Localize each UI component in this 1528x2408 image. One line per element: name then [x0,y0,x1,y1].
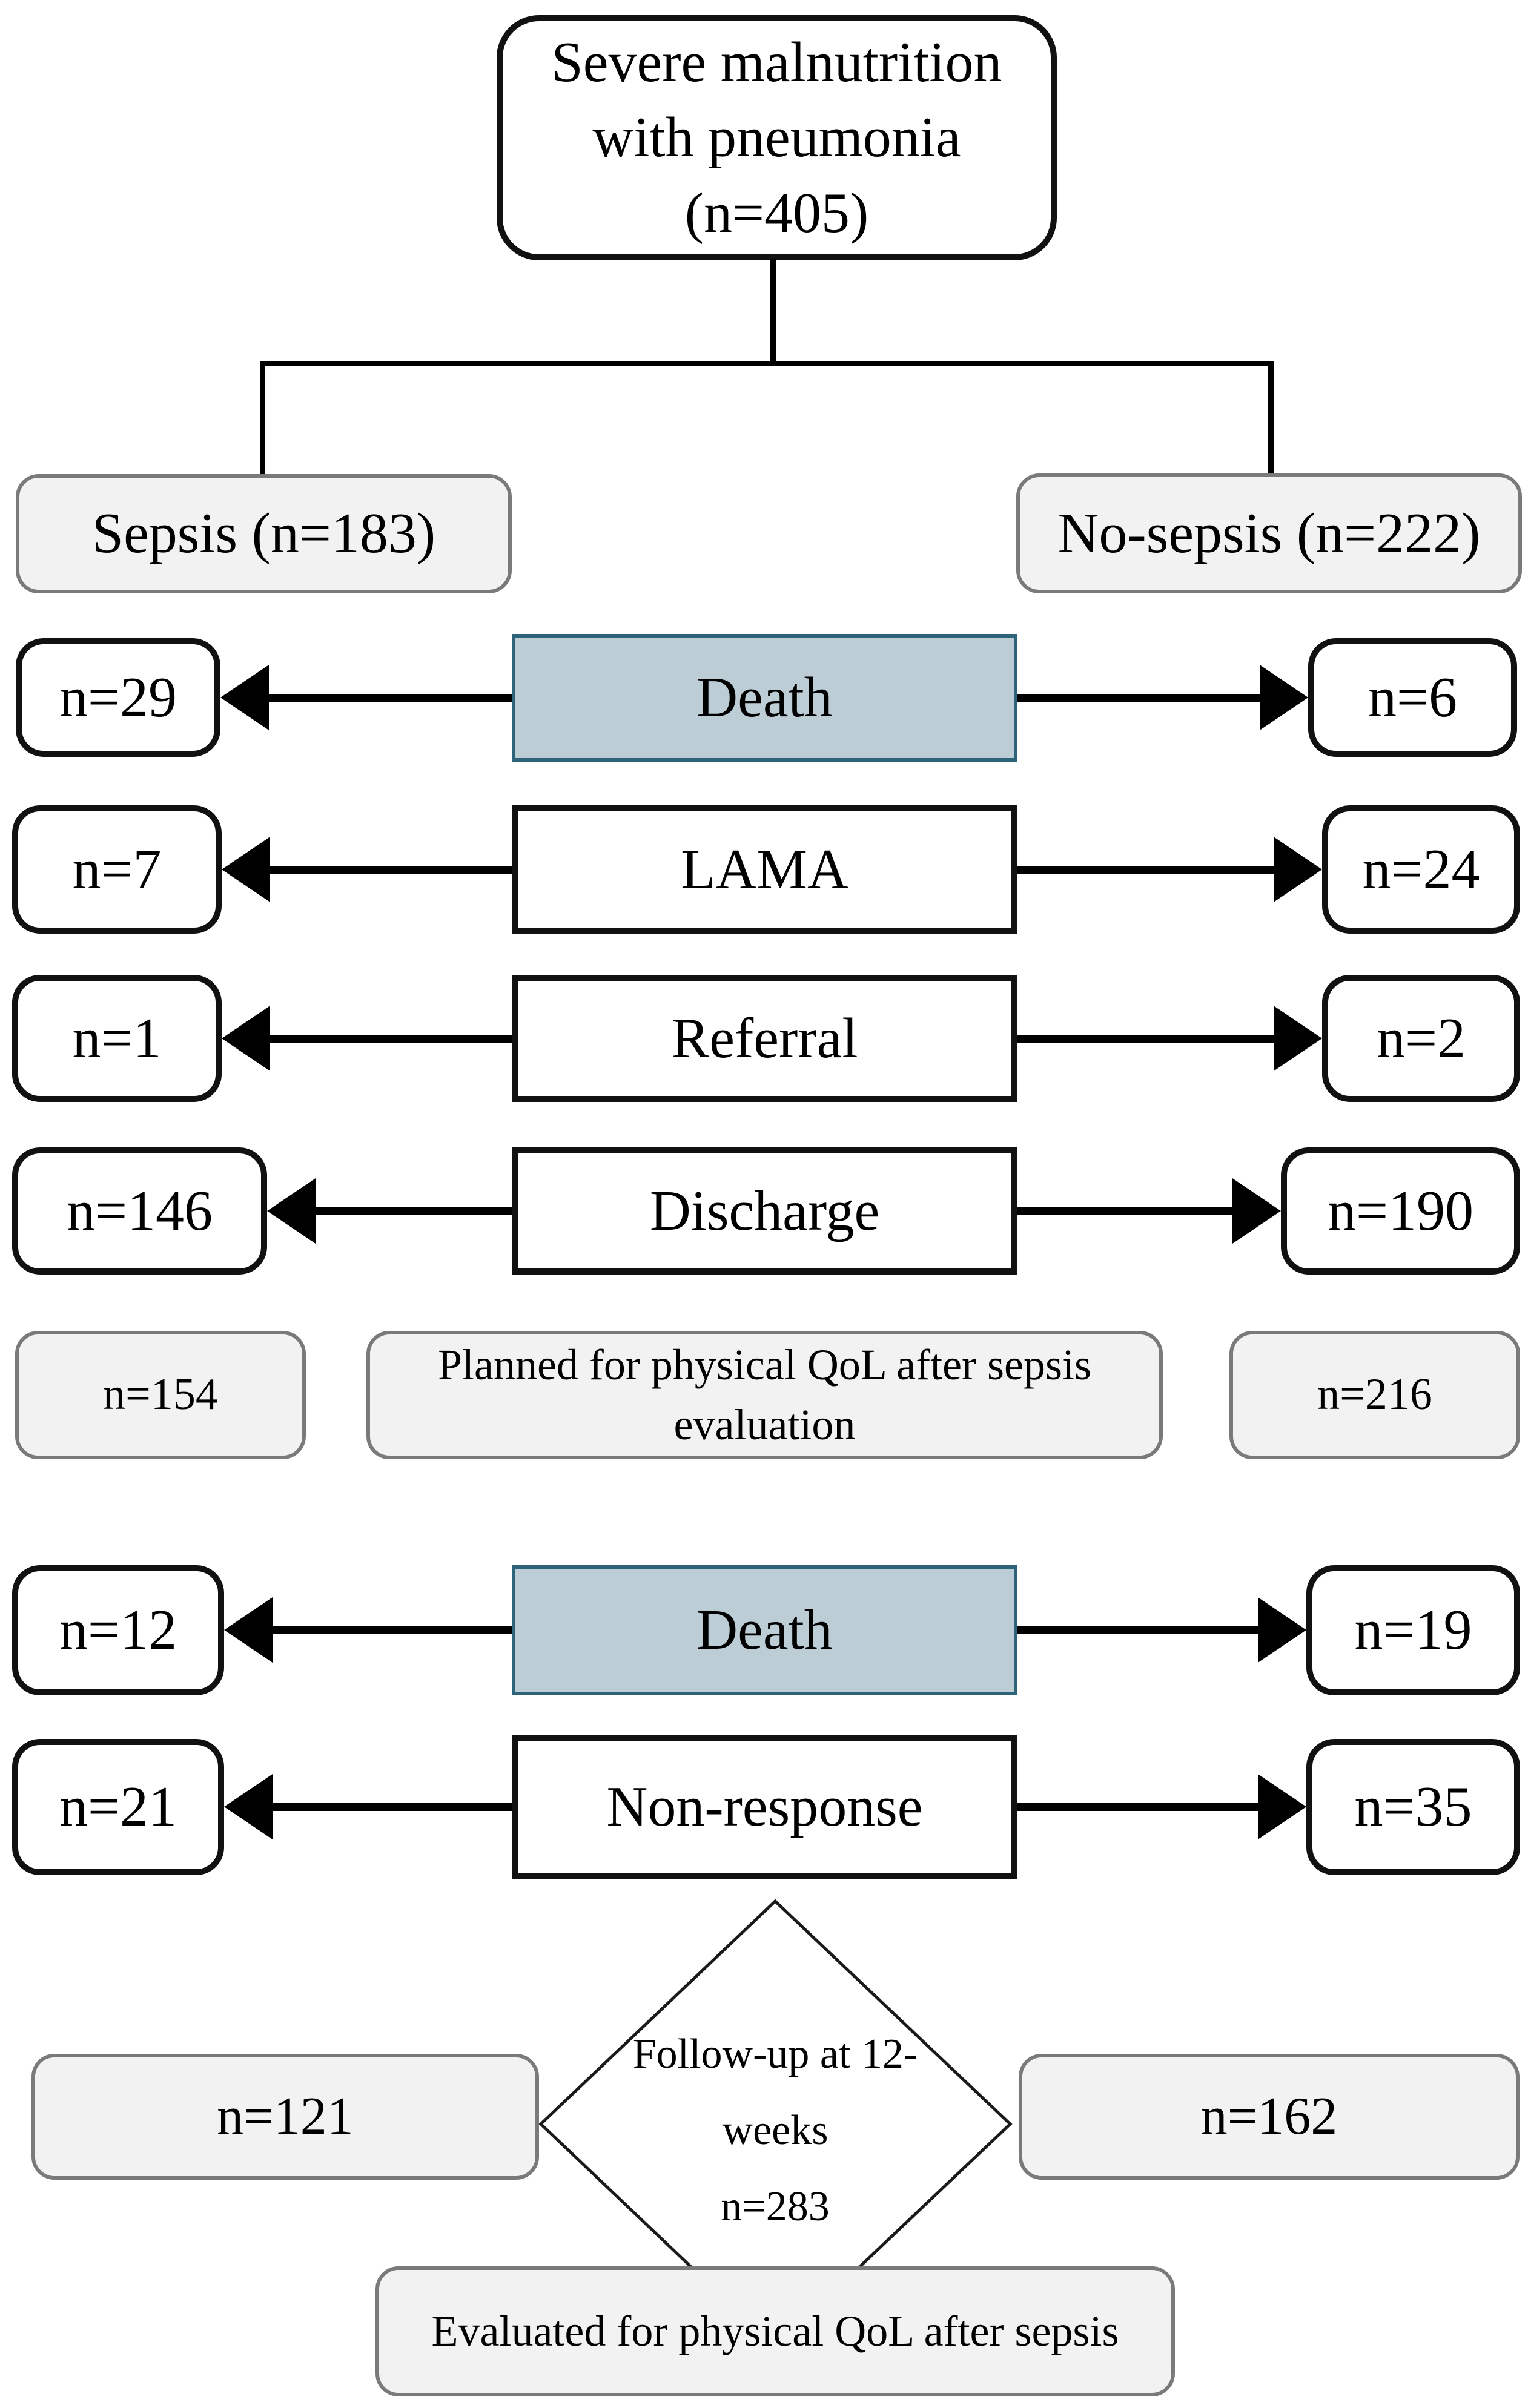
connector-right-vertical [1268,361,1274,476]
arrow-right-icon [1274,1006,1322,1071]
arrow-left-shaft [268,1035,512,1043]
referral-sepsis-count: n=1 [72,1006,162,1070]
root-box: Severe malnutrition with pneumonia (n=40… [497,15,1057,260]
diamond-line-3: n=283 [721,2183,830,2230]
planned-qol-label: Planned for physical QoL after sepsis ev… [437,1341,1092,1449]
referral-no-sepsis-count: n=2 [1376,1006,1466,1070]
nonresponse-sepsis-count-box: n=21 [12,1739,224,1875]
arrow-right-shaft [1017,1626,1260,1634]
followup-death-sepsis-count-box: n=12 [12,1565,224,1695]
lama-no-sepsis-count-box: n=24 [1322,805,1520,934]
arrow-left-icon [222,837,270,902]
outcome-box-death: Death [512,634,1017,762]
diamond-line-1: Follow-up at 12- [632,2031,918,2077]
followup-sepsis-count-box: n=121 [31,2054,539,2180]
planned-qol-box: Planned for physical QoL after sepsis ev… [366,1331,1163,1459]
discharge-sepsis-count: n=146 [66,1179,213,1242]
arrow-left-icon [267,1178,316,1244]
nonresponse-sepsis-count: n=21 [59,1775,177,1839]
followup-sepsis-count: n=121 [217,2086,354,2146]
planned-no-sepsis-count-box: n=216 [1229,1331,1520,1459]
connector-root-vertical [770,259,776,364]
arrow-left-icon [224,1774,273,1839]
discharge-sepsis-count-box: n=146 [12,1147,267,1275]
arrow-right-shaft [1017,1803,1260,1811]
outcome-referral-label: Referral [671,1006,858,1070]
followup-nonresponse-label: Non-response [606,1775,923,1838]
arrow-right-shaft [1017,1207,1234,1215]
planned-sepsis-count-box: n=154 [15,1331,306,1459]
branch-box-no-sepsis: No-sepsis (n=222) [1016,473,1522,593]
discharge-no-sepsis-count-box: n=190 [1281,1147,1520,1275]
arrow-left-shaft [268,866,512,874]
followup-death-label: Death [696,1598,833,1662]
connector-branch-horizontal [260,361,1274,366]
evaluated-qol-label: Evaluated for physical QoL after sepsis [431,2307,1119,2355]
arrow-right-icon [1274,837,1322,902]
death-sepsis-count-box: n=29 [16,638,220,757]
death-sepsis-count: n=29 [59,665,177,729]
lama-sepsis-count: n=7 [72,837,162,901]
branch-box-sepsis: Sepsis (n=183) [16,474,512,593]
nonresponse-no-sepsis-count-box: n=35 [1306,1739,1520,1875]
followup-box-nonresponse: Non-response [512,1735,1017,1879]
arrow-right-shaft [1017,1035,1275,1043]
arrow-right-shaft [1017,866,1275,874]
followup-death-no-sepsis-count: n=19 [1354,1598,1472,1662]
outcome-death-label: Death [696,666,833,730]
lama-no-sepsis-count: n=24 [1362,837,1480,901]
arrow-left-shaft [266,694,512,702]
arrow-left-shaft [313,1207,512,1215]
referral-no-sepsis-count-box: n=2 [1322,975,1520,1102]
arrow-right-icon [1258,1597,1306,1663]
diamond-line-2: weeks [722,2107,828,2154]
planned-no-sepsis-count: n=216 [1317,1370,1432,1420]
discharge-no-sepsis-count: n=190 [1327,1179,1473,1242]
outcome-box-referral: Referral [512,975,1017,1102]
branch-sepsis-label: Sepsis (n=183) [91,502,436,566]
planned-sepsis-count: n=154 [103,1370,218,1420]
death-no-sepsis-count: n=6 [1368,665,1457,729]
evaluated-qol-box: Evaluated for physical QoL after sepsis [375,2266,1175,2396]
arrow-right-icon [1232,1178,1281,1244]
outcome-box-lama: LAMA [512,805,1017,934]
followup-death-sepsis-count: n=12 [59,1598,177,1662]
arrow-left-shaft [270,1626,512,1634]
lama-sepsis-count-box: n=7 [12,805,222,934]
arrow-left-icon [224,1597,273,1663]
root-box-label: Severe malnutrition with pneumonia (n=40… [551,31,1002,245]
death-no-sepsis-count-box: n=6 [1308,638,1517,757]
connector-left-vertical [260,361,265,476]
arrow-left-icon [220,665,269,730]
arrow-right-icon [1260,665,1308,730]
followup-no-sepsis-count: n=162 [1200,2086,1338,2146]
outcome-box-discharge: Discharge [512,1147,1017,1275]
followup-diamond-text: Follow-up at 12- weeks n=283 [545,2016,1005,2245]
followup-no-sepsis-count-box: n=162 [1019,2054,1520,2180]
followup-box-death: Death [512,1565,1017,1695]
arrow-right-shaft [1017,694,1262,702]
nonresponse-no-sepsis-count: n=35 [1354,1775,1472,1839]
arrow-right-icon [1258,1774,1306,1839]
branch-no-sepsis-label: No-sepsis (n=222) [1057,501,1481,565]
arrow-left-icon [222,1006,270,1071]
outcome-discharge-label: Discharge [649,1179,880,1242]
outcome-lama-label: LAMA [681,837,848,901]
arrow-left-shaft [270,1803,512,1811]
referral-sepsis-count-box: n=1 [12,975,222,1102]
followup-death-no-sepsis-count-box: n=19 [1306,1565,1520,1695]
